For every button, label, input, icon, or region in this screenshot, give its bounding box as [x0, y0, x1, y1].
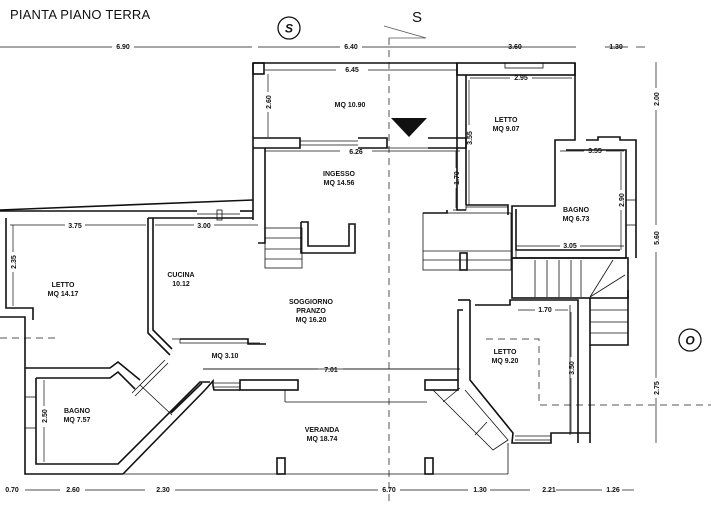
dim-letto-se-depth: 3.50 — [569, 361, 576, 375]
room-bagno-e: BAGNO MQ 6.73 — [563, 207, 590, 223]
room-letto-w-name: LETTO — [52, 282, 75, 289]
room-bagno-e-name: BAGNO — [563, 207, 590, 214]
room-letto-se-name: LETTO — [494, 349, 517, 356]
dim-bagno-e-depth: 2.90 — [619, 193, 626, 207]
room-bagno-w: BAGNO MQ 7.57 — [64, 408, 91, 424]
walls — [0, 62, 637, 475]
room-portico-area: MQ 10.90 — [335, 102, 366, 109]
room-letto-ne: LETTO MQ 9.07 — [493, 117, 520, 133]
dim-top-2: 6.40 — [344, 44, 358, 51]
dim-letto-w-depth: 2.35 — [11, 255, 18, 269]
dim-top-4: 1.30 — [609, 44, 623, 51]
dim-letto-ne-depth: 3.55 — [467, 131, 474, 145]
room-cucina: CUCINA 10.12 — [167, 272, 194, 288]
room-cucina-name: CUCINA — [167, 272, 194, 279]
dim-bottom-1: 0.70 — [5, 487, 19, 494]
dim-bagno-e-bottom: 3.05 — [563, 243, 577, 250]
room-letto-se-area: MQ 9.20 — [492, 358, 519, 365]
interior-dimension-lines — [10, 69, 624, 462]
dim-bottom-2: 2.60 — [66, 487, 80, 494]
dim-letto-w-width: 3.75 — [68, 223, 82, 230]
section-cut-line: S — [383, 9, 427, 506]
room-bagno-e-area: MQ 6.73 — [563, 216, 590, 223]
room-letto-se: LETTO MQ 9.20 — [492, 349, 519, 365]
letto-dashed-outline — [486, 338, 540, 405]
dim-letto-se-width: 1.70 — [538, 307, 552, 314]
room-soggiorno-name2: PRANZO — [296, 308, 326, 315]
room-ingresso-area: MQ 14.56 — [324, 180, 355, 187]
room-veranda-area: MQ 18.74 — [307, 436, 338, 443]
dim-bottom-3: 2.30 — [156, 487, 170, 494]
room-disimpegno-area: MQ 3.10 — [212, 353, 239, 360]
entrance-arrow-icon — [391, 118, 427, 137]
dim-letto-ne-width: 2.95 — [514, 75, 528, 82]
dim-bottom-5: 1.30 — [473, 487, 487, 494]
dim-right-1: 2.00 — [654, 92, 661, 106]
dim-bottom-4: 6.70 — [382, 487, 396, 494]
room-bagno-w-area: MQ 7.57 — [64, 417, 91, 424]
room-ingresso: INGESSO MQ 14.56 — [323, 171, 355, 187]
room-bagno-w-name: BAGNO — [64, 408, 91, 415]
dim-ingresso-width: 6.26 — [349, 149, 363, 156]
dim-top-3: 3.60 — [508, 44, 522, 51]
dim-bagno-w-depth: 2.50 — [42, 409, 49, 423]
svg-text:O: O — [685, 334, 695, 348]
room-soggiorno-name1: SOGGIORNO — [289, 299, 334, 306]
svg-text:S: S — [412, 9, 422, 26]
dim-right-3: 2.75 — [654, 381, 661, 395]
dim-portico-depth: 2.60 — [266, 95, 273, 109]
dim-portico-width: 6.45 — [345, 67, 359, 74]
room-soggiorno-area: MQ 16.20 — [296, 317, 327, 324]
dim-bagno-e-top: 3.55 — [588, 148, 602, 155]
room-letto-ne-area: MQ 9.07 — [493, 126, 520, 133]
dim-cucina-width: 3.00 — [197, 223, 211, 230]
dim-ingresso-depth: 1.70 — [454, 171, 461, 185]
dim-bottom-7: 1.26 — [606, 487, 620, 494]
room-ingresso-name: INGESSO — [323, 171, 355, 178]
svg-text:S: S — [285, 22, 293, 36]
dim-right-2: 5.60 — [654, 231, 661, 245]
section-circle-marker: S — [277, 16, 301, 40]
orientation-circle-marker: O — [678, 328, 702, 352]
room-cucina-area: 10.12 — [172, 281, 190, 288]
room-letto-ne-name: LETTO — [495, 117, 518, 124]
dim-soggiorno-width: 7.01 — [324, 367, 338, 374]
plan-title: PIANTA PIANO TERRA — [10, 7, 151, 22]
room-letto-w-area: MQ 14.17 — [48, 291, 79, 298]
room-soggiorno: SOGGIORNO PRANZO MQ 16.20 — [289, 299, 334, 324]
dim-bottom-6: 2.21 — [542, 487, 556, 494]
room-letto-w: LETTO MQ 14.17 — [48, 282, 79, 298]
room-veranda: VERANDA MQ 18.74 — [305, 427, 340, 443]
dim-top-1: 6.90 — [116, 44, 130, 51]
room-veranda-name: VERANDA — [305, 427, 340, 434]
